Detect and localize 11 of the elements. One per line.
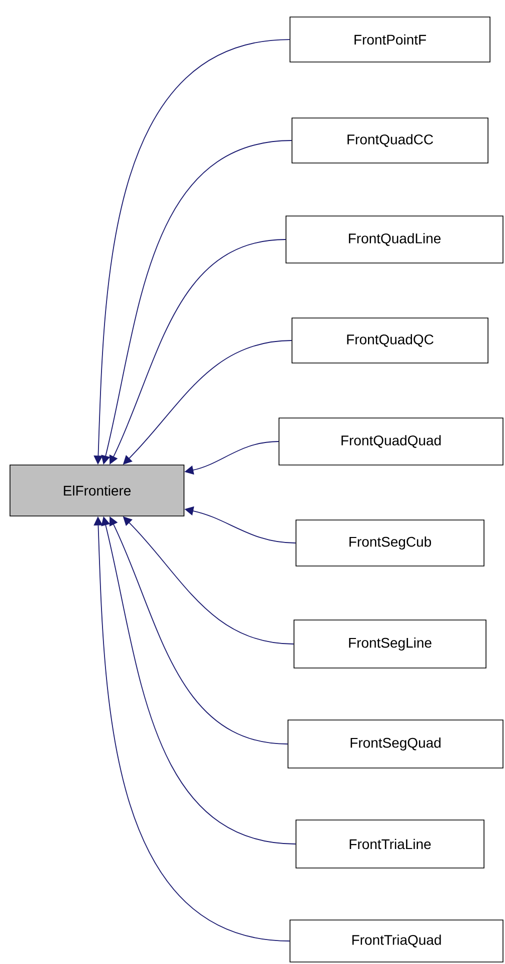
class-box: FrontSegCub: [296, 520, 484, 566]
base-class-box: ElFrontiere: [10, 464, 184, 516]
class-box: FrontQuadCC: [292, 118, 488, 164]
class-box: FrontPointF: [290, 16, 490, 62]
class-box: FrontQuadQuad: [278, 418, 504, 466]
class-box: FrontQuadQC: [292, 318, 488, 364]
class-box: FrontSegQuad: [288, 720, 504, 768]
class-box: FrontSegLine: [294, 620, 486, 668]
class-box: FrontTriaLine: [296, 820, 484, 868]
class-box: FrontQuadLine: [286, 216, 504, 264]
class-box: FrontTriaQuad: [290, 920, 504, 962]
